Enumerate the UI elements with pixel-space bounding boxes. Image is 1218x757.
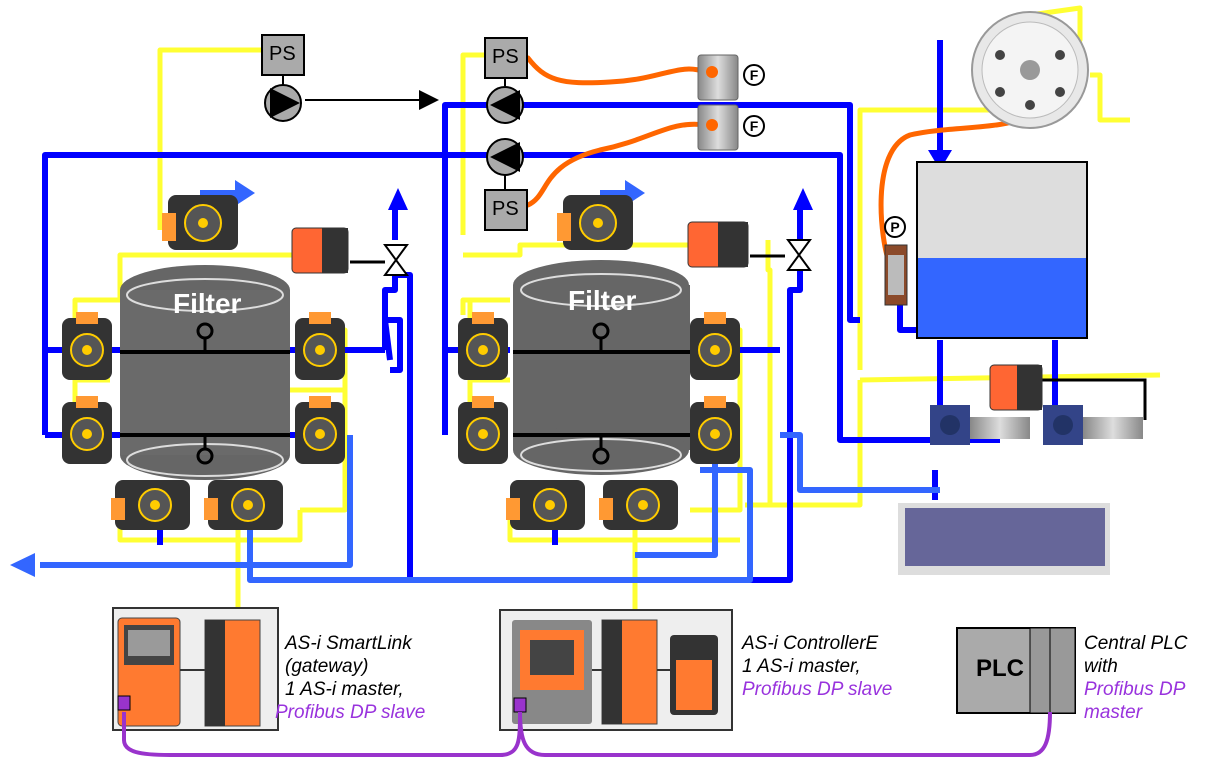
storage-tank [917,162,1087,338]
collection-basin [898,503,1110,575]
controller-caption: AS-i ControllerE 1 AS-i master, Profibus… [742,632,892,701]
gateway-caption-line: AS-i SmartLink [285,632,425,655]
pressure-sensor-mark: P [884,216,906,238]
level-sensor-icon [885,245,907,305]
plc-caption-profibus: master [1084,701,1188,724]
pump-icon [265,85,301,121]
gateway-caption-line: (gateway) [285,655,425,678]
filter-tank-label: Filter [173,288,241,320]
flow-sensor-mark: F [743,115,765,137]
gate-valve-icon [930,405,1143,445]
plc-caption: Central PLC with Profibus DP master [1084,632,1188,724]
drain-outlet-arrow [10,553,35,577]
gateway-caption: AS-i SmartLink (gateway) 1 AS-i master, … [285,632,425,724]
gateway-caption-profibus: Profibus DP slave [275,701,425,724]
level-meter-icon [972,12,1088,128]
plc-caption-profibus: Profibus DP [1084,678,1188,701]
pressure-switch-label: PS [492,198,519,221]
pressure-switch-label: PS [492,46,519,69]
pump-icon [487,87,523,123]
flow-sensor-mark: F [743,64,765,86]
plc-caption-line: Central PLC [1084,632,1188,655]
controller-caption-profibus: Profibus DP slave [742,678,892,701]
filter-tank-label: Filter [568,285,636,317]
controller-panel [500,610,732,730]
pressure-switch-label: PS [269,43,296,66]
controller-caption-line: AS-i ControllerE [742,632,892,655]
plc-caption-line: with [1084,655,1188,678]
pump-icon [487,139,523,175]
controller-caption-line: 1 AS-i master, [742,655,892,678]
plc-label: PLC [976,655,1024,683]
gateway-caption-line: 1 AS-i master, [285,678,425,701]
smartlink-panel [113,608,278,730]
